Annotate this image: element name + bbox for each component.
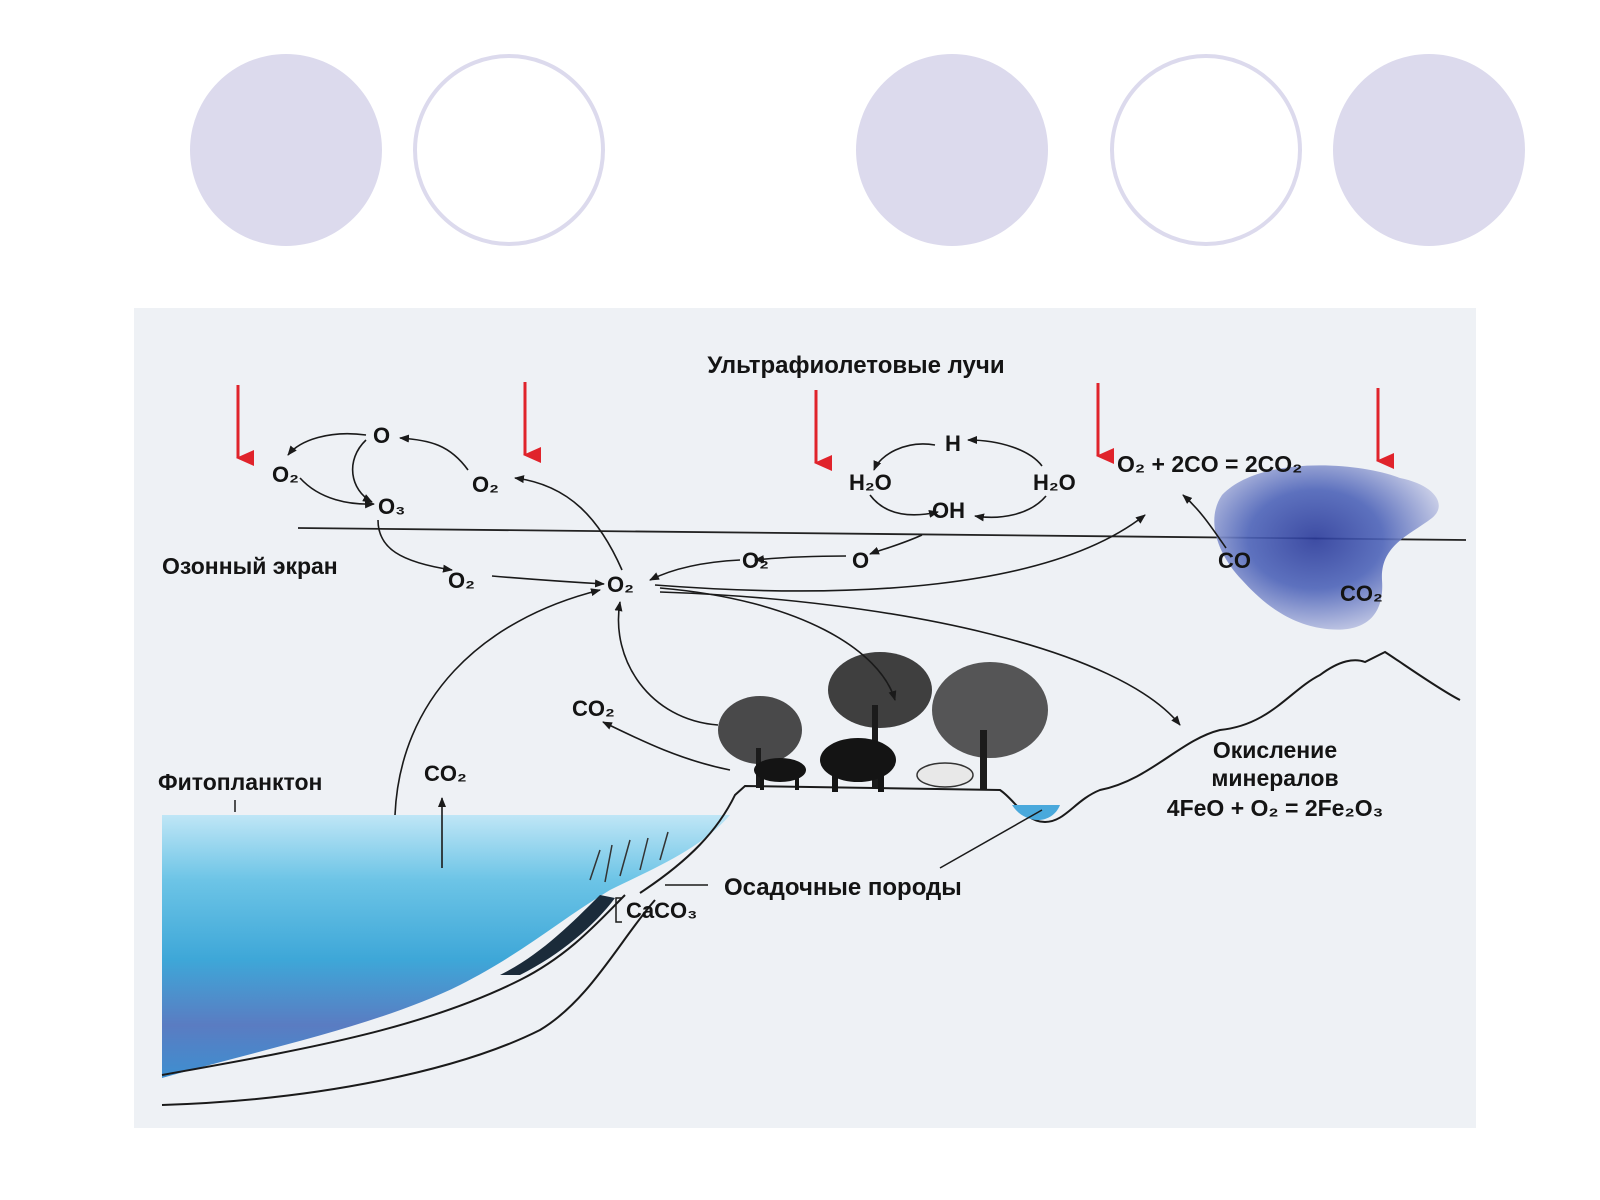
sedimentary-rocks-label: Осадочные породы (724, 874, 962, 901)
uv-rays-label: Ультрафиолетовые лучи (707, 352, 1004, 379)
o-mid-right-label: O (852, 548, 869, 573)
o2-mid-right-label: O₂ (742, 548, 769, 573)
decor-circle-1 (190, 54, 382, 246)
phytoplankton-label: Фитопланктон (158, 769, 322, 795)
o-top-label: O (373, 423, 390, 448)
o2-center-label: O₂ (607, 572, 634, 597)
co-label: CO (1218, 548, 1251, 573)
h-label: H (945, 431, 961, 456)
oxygen-cycle-diagram: Ультрафиолетовые лучи Озонный экран Фито… (134, 308, 1476, 1128)
decor-circle-4 (1110, 54, 1302, 246)
h2o-left-label: H₂O (849, 470, 892, 495)
oh-label: OH (932, 498, 965, 523)
o2-below-ozone-label: O₂ (448, 568, 475, 593)
decor-circle-3 (856, 54, 1048, 246)
mineral-oxidation-label-2: минералов (1211, 765, 1338, 791)
o3-label: O₃ (378, 494, 405, 519)
oxidation-equation: 4FeO + O₂ = 2Fe₂O₃ (1167, 795, 1383, 821)
o2-left-label: O₂ (272, 462, 299, 487)
decor-circle-2 (413, 54, 605, 246)
mineral-oxidation-label-1: Окисление (1213, 737, 1337, 763)
decor-circle-5 (1333, 54, 1525, 246)
co2-land-label: CO₂ (572, 696, 615, 721)
co2-cloud-label: CO₂ (1340, 581, 1383, 606)
o2-upper-mid-label: O₂ (472, 472, 499, 497)
h2o-right-label: H₂O (1033, 470, 1076, 495)
caco3-label: CaCO₃ (626, 898, 697, 923)
co-equation: O₂ + 2CO = 2CO₂ (1117, 451, 1302, 477)
ozone-screen-label: Озонный экран (162, 553, 338, 579)
co2-water-label: CO₂ (424, 761, 467, 786)
